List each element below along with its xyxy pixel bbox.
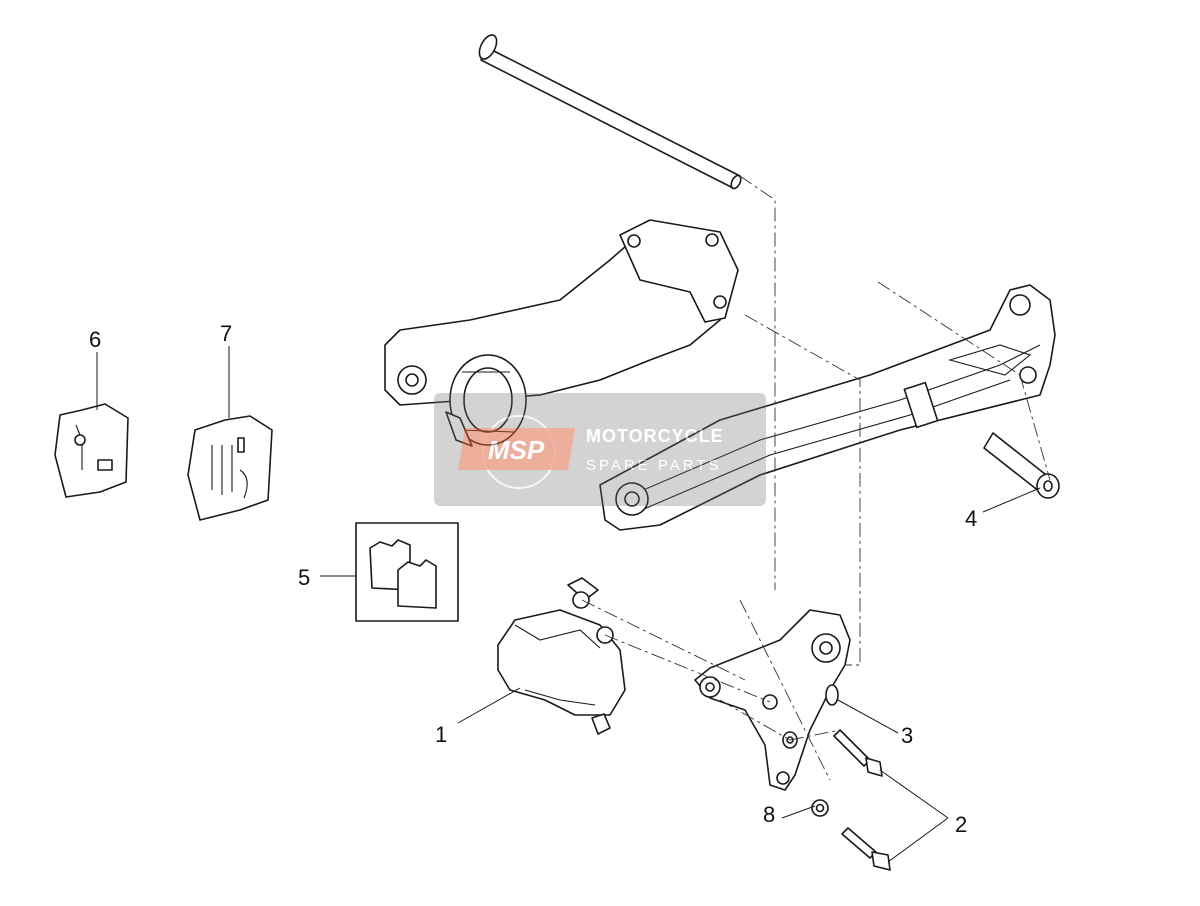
swingarm-bolt <box>983 432 1060 499</box>
callout-4: 4 <box>965 506 977 531</box>
callout-5: 5 <box>298 565 310 590</box>
callout-6: 6 <box>89 327 101 352</box>
callout-3: 3 <box>901 723 913 748</box>
kit-bag-7 <box>187 415 273 521</box>
brake-caliper <box>497 577 626 735</box>
callout-8: 8 <box>763 802 775 827</box>
leader-lines <box>96 346 1041 863</box>
assembly-lines <box>581 175 1051 781</box>
watermark-logo-text: MSP <box>488 435 545 465</box>
pivot-axle <box>478 34 742 190</box>
watermark-line1: MOTORCYCLE <box>586 426 724 446</box>
callout-7: 7 <box>220 321 232 346</box>
kit-bag-6 <box>54 403 129 498</box>
watermark: MSP MOTORCYCLE SPARE PARTS <box>434 393 766 506</box>
brake-pads-kit <box>355 522 459 622</box>
watermark-logo-badge <box>458 428 575 470</box>
caliper-bracket <box>694 609 851 791</box>
watermark-line2: SPARE PARTS <box>586 457 722 474</box>
callout-2: 2 <box>955 812 967 837</box>
callout-1: 1 <box>435 722 447 747</box>
swingarm <box>384 219 1056 531</box>
washers-and-bolts <box>782 729 891 871</box>
callout-labels: 1 2 3 4 5 6 7 8 <box>89 321 977 837</box>
